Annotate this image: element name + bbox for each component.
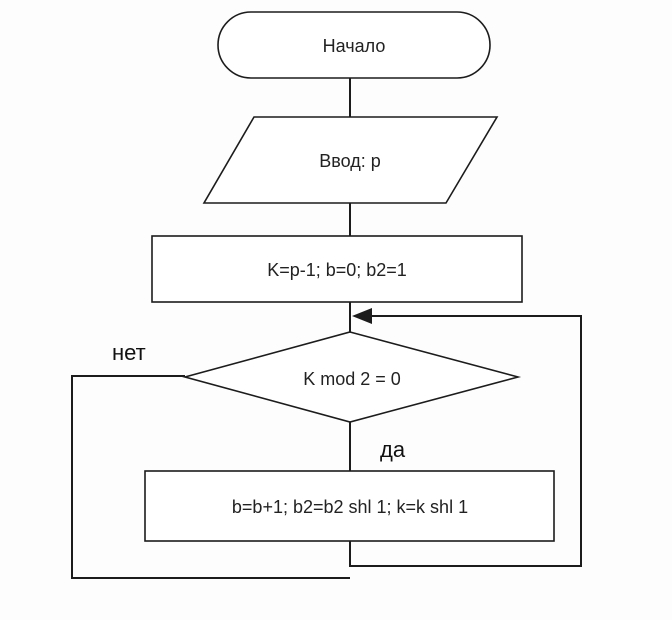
loop-body-shape	[144, 470, 555, 542]
input-block: Ввод: p	[202, 116, 499, 204]
decision-shape	[181, 331, 522, 423]
loop-back-line	[349, 315, 582, 567]
loop-back-arrowhead	[352, 308, 372, 324]
init-shape	[151, 235, 523, 303]
branch-label-yes: да	[380, 437, 406, 462]
start-label: Начало	[323, 36, 386, 56]
exit-line-no-branch	[71, 375, 350, 579]
start-terminator: Начало	[217, 11, 491, 79]
loop-body-process: b=b+1; b2=b2 shl 1; k=k shl 1	[144, 470, 555, 542]
init-process: K=p-1; b=0; b2=1	[151, 235, 523, 303]
branch-label-no: нет	[112, 340, 146, 365]
start-shape	[217, 11, 491, 79]
input-label: Ввод: p	[319, 151, 381, 171]
connectors	[71, 78, 582, 579]
decision-label: K mod 2 = 0	[303, 369, 401, 389]
input-shape	[202, 116, 499, 204]
init-label: K=p-1; b=0; b2=1	[267, 260, 407, 280]
loop-body-label: b=b+1; b2=b2 shl 1; k=k shl 1	[232, 497, 468, 517]
condition-decision: K mod 2 = 0	[181, 331, 522, 423]
